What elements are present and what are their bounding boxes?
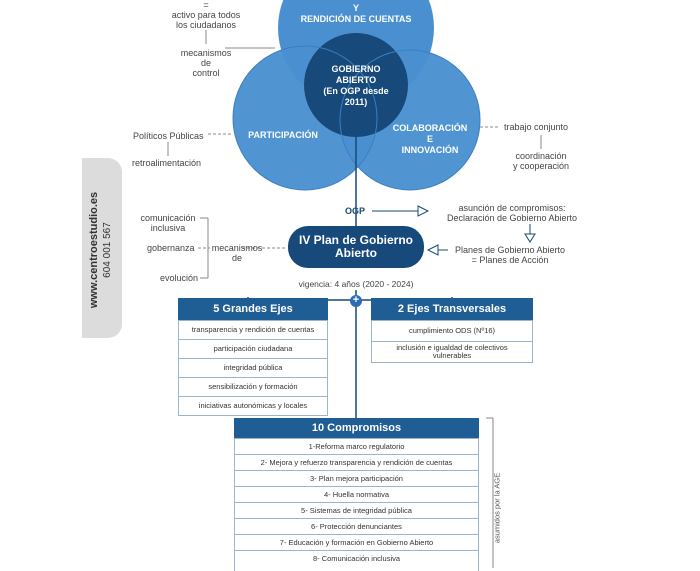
transversales-item: inclusión e igualdad de colectivos vulne…: [372, 341, 532, 362]
compromiso-item: 2- Mejora y refuerzo transparencia y ren…: [235, 454, 478, 470]
circle-center-line4: 2011): [344, 97, 368, 107]
ejes-item: integridad pública: [179, 358, 327, 377]
evolucion-label: evolución: [160, 273, 199, 283]
comunicacion-line2: inclusiva: [150, 223, 186, 233]
asuncion-label: asunción de compromisos: Declaración de …: [447, 203, 577, 223]
transversales-item: cumplimiento ODS (Nº16): [408, 326, 496, 335]
compromisos-list: 1-Reforma marco regulatorio 2- Mejora y …: [234, 438, 479, 571]
politicos-label: Políticos Públicas: [133, 131, 204, 141]
circle-top-label: Y RENDICIÓN DE CUENTAS: [301, 3, 412, 25]
comunicacion-line1: comunicación: [140, 213, 196, 223]
mecanismos-de-line1: mecanismos: [211, 243, 263, 253]
activo-line1: activo para todos: [171, 10, 241, 20]
equals-label: =: [203, 0, 209, 10]
transversales-header: 2 Ejes Transversales: [371, 298, 533, 320]
circle-left-label: PARTICIPACIÓN: [248, 130, 318, 140]
circle-center-line1: GOBIERNO: [331, 64, 381, 74]
coordinacion-line2: y cooperación: [512, 161, 570, 171]
mecanismos-de-label: mecanismos de: [212, 243, 263, 263]
transversales-item2-line1: inclusión e igualdad de colectivos: [396, 343, 508, 352]
circle-right-line1: COLABORACIÓN: [392, 123, 468, 133]
circle-right-label: COLABORACIÓN E INNOVACIÓN: [393, 123, 468, 156]
planes-line2: = Planes de Acción: [471, 255, 549, 265]
gobernanza-label: gobernanza: [147, 243, 195, 253]
compromiso-item: 6- Protección denunciantes: [235, 518, 478, 534]
contact-tab: [82, 158, 122, 338]
compromisos-header: 10 Compromisos: [234, 418, 479, 438]
coordinacion-label: coordinación y cooperación: [513, 151, 569, 171]
asuncion-line2: Declaración de Gobierno Abierto: [446, 213, 578, 223]
coordinacion-line1: coordinación: [515, 151, 567, 161]
mecanismos-line3: control: [192, 68, 220, 78]
circle-right-line3: INNOVACIÓN: [401, 145, 459, 155]
compromiso-item: 4- Huella normativa: [235, 486, 478, 502]
circle-center-line3: (En OGP desde: [323, 86, 389, 96]
ejes-list: transparencia y rendición de cuentas par…: [178, 320, 328, 416]
planes-line1: Planes de Gobierno Abierto: [454, 245, 566, 255]
asumidos-label: asumidos por la AGE: [492, 472, 502, 544]
plan-pill: IV Plan de Gobierno Abierto: [288, 226, 424, 268]
mecanismos-line1: mecanismos: [180, 48, 232, 58]
asuncion-line1: asunción de compromisos:: [458, 203, 566, 213]
circle-top-line1: Y: [352, 3, 359, 13]
mecanismos-line2: de: [200, 58, 212, 68]
mecanismos-de-line2: de: [231, 253, 243, 263]
plus-icon: +: [352, 294, 360, 306]
ejes-item: participación ciudadana: [179, 339, 327, 358]
transversales-list: cumplimiento ODS (Nº16) inclusión e igua…: [371, 320, 533, 363]
plan-line1: IV Plan de Gobierno: [298, 233, 414, 247]
mecanismos-control-label: mecanismos de control: [181, 48, 232, 78]
transversales-item2-line2: vulnerables: [432, 351, 472, 360]
circle-center-label: GOBIERNO ABIERTO (En OGP desde 2011): [323, 64, 388, 108]
ogp-label: OGP: [345, 206, 366, 216]
circle-center-line2: ABIERTO: [335, 75, 377, 85]
activo-label: = activo para todos los ciudadanos: [172, 0, 241, 30]
ejes-item: transparencia y rendición de cuentas: [191, 325, 315, 334]
vigencia-label: vigencia: 4 años (2020 - 2024): [298, 279, 414, 289]
compromiso-item: 7- Educación y formación en Gobierno Abi…: [235, 534, 478, 550]
circle-right-line2: E: [426, 134, 433, 144]
ejes-header: 5 Grandes Ejes: [178, 298, 328, 320]
compromiso-item: 3- Plan mejora participación: [235, 470, 478, 486]
ejes-item: iniciativas autonómicas y locales: [179, 396, 327, 415]
trabajo-label: trabajo conjunto: [504, 122, 569, 132]
comunicacion-label: comunicación inclusiva: [140, 213, 195, 233]
plan-line2: Abierto: [335, 246, 377, 260]
circle-top-line2: RENDICIÓN DE CUENTAS: [300, 14, 412, 24]
planes-label: Planes de Gobierno Abierto = Planes de A…: [455, 245, 565, 265]
compromiso-item: 1-Reforma marco regulatorio: [308, 441, 405, 451]
retroalimentacion-label: retroalimentación: [132, 158, 202, 168]
compromiso-item: 5- Sistemas de integridad pública: [235, 502, 478, 518]
ejes-item: sensibilización y formación: [179, 377, 327, 396]
circle-gobierno-abierto: [304, 33, 408, 137]
compromiso-item: 8- Comunicación inclusiva: [235, 550, 478, 566]
activo-line2: los ciudadanos: [175, 20, 237, 30]
